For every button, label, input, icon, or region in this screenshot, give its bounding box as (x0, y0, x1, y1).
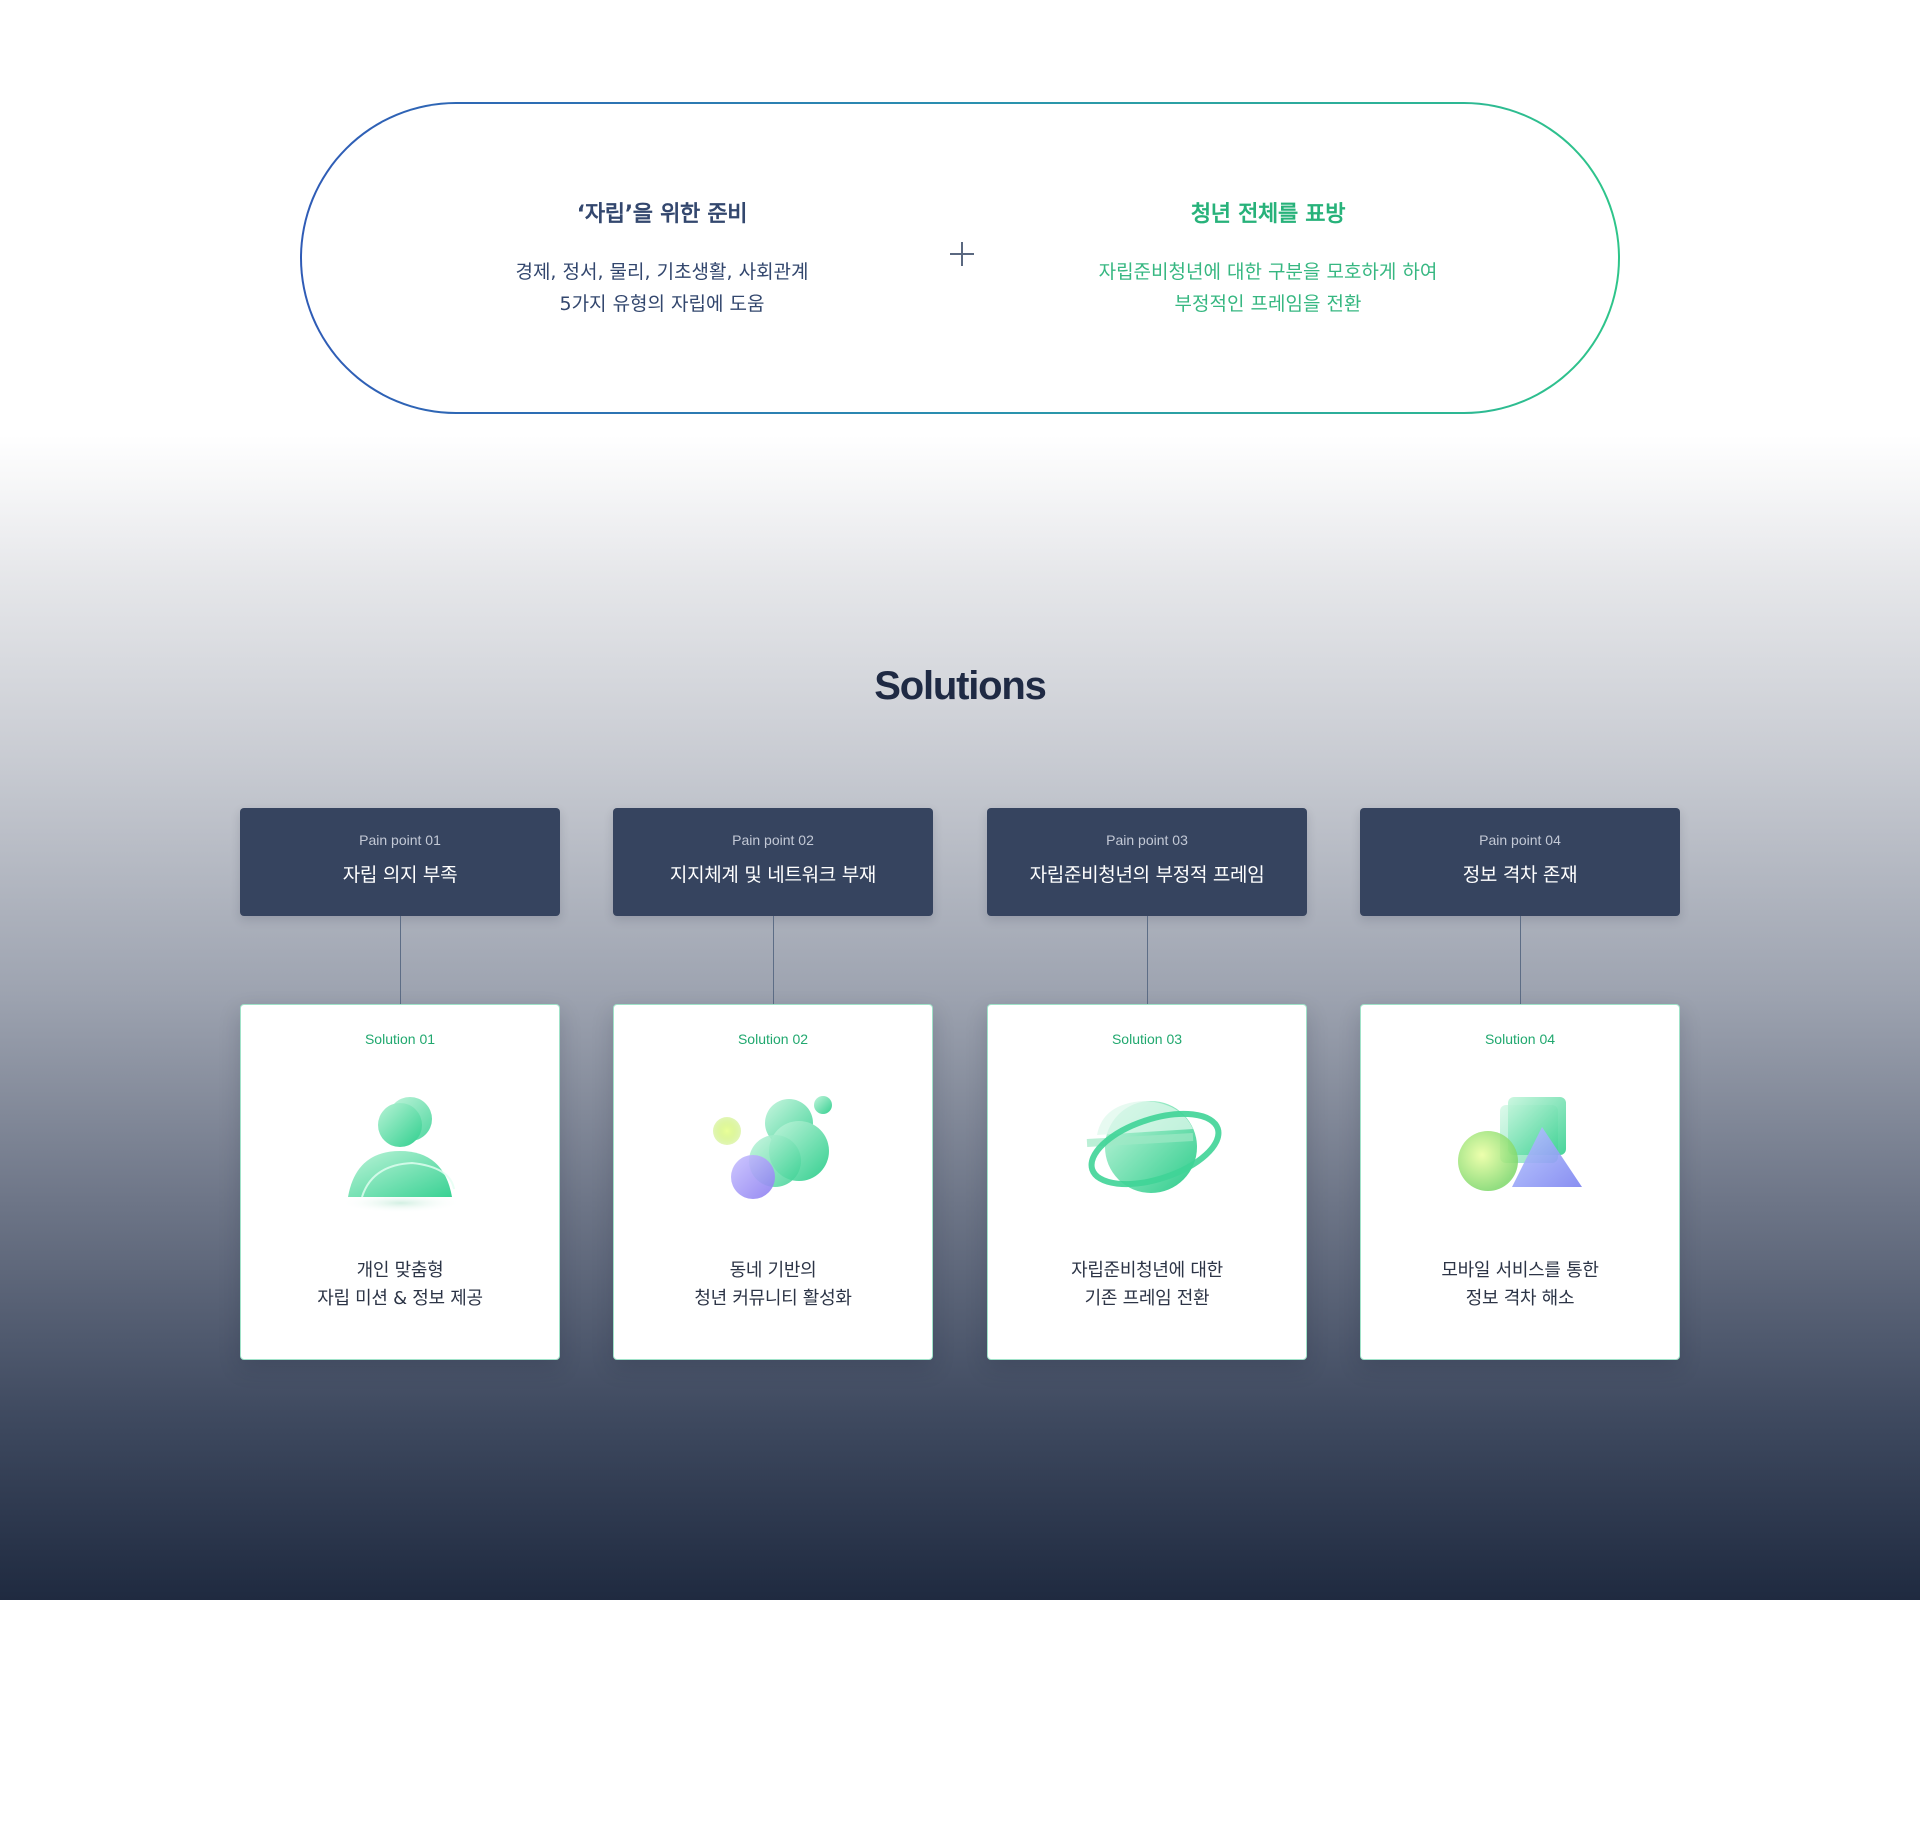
solution-line1: 동네 기반의 (729, 1260, 817, 1281)
solution-column-1: Pain point 01 자립 의지 부족 Solution 01 개인 맞춤… (240, 808, 560, 1360)
solution-card: Solution 01 개인 맞춤형 자립 미션 & 정보 제공 (240, 1004, 560, 1360)
solution-line2: 기존 프레임 전환 (1084, 1288, 1210, 1309)
intro-right-block: 청년 전체를 표방 자립준비청년에 대한 구분을 모호하게 하여 부정적인 프레… (1038, 196, 1498, 320)
pain-point-label: Pain point 03 (1106, 832, 1188, 848)
pain-point-label: Pain point 01 (359, 832, 441, 848)
solution-line2: 자립 미션 & 정보 제공 (317, 1288, 483, 1309)
connector-line (1147, 916, 1148, 1004)
solution-card: Solution 02 동네 기반의 청년 커뮤니티 활성화 (613, 1004, 933, 1360)
solution-description: 동네 기반의 청년 커뮤니티 활성화 (614, 1257, 932, 1313)
pain-point-text: 정보 격차 존재 (1462, 864, 1578, 886)
solution-line2: 정보 격차 해소 (1465, 1288, 1575, 1309)
solutions-heading: Solutions (874, 664, 1047, 708)
solution-label: Solution 03 (1111, 1031, 1183, 1047)
solution-column-4: Pain point 04 정보 격차 존재 Solution 04 (1360, 808, 1680, 1360)
shapes-icon (1458, 1097, 1582, 1191)
solution-column-2: Pain point 02 지지체계 및 네트워크 부재 Solution 02 (613, 808, 933, 1360)
intro-left-title: ‘자립’을 위한 준비 (576, 202, 748, 227)
pain-point-text: 자립 의지 부족 (342, 864, 458, 886)
intro-right-line2: 부정적인 프레임을 전환 (1174, 293, 1362, 315)
solution-label: Solution 01 (364, 1031, 436, 1047)
solution-line1: 개인 맞춤형 (356, 1260, 444, 1281)
solution-line2: 청년 커뮤니티 활성화 (694, 1288, 852, 1309)
intro-right-line1: 자립준비청년에 대한 구분을 모호하게 하여 (1098, 261, 1438, 283)
pain-point-label: Pain point 04 (1479, 832, 1561, 848)
intro-left-line1: 경제, 정서, 물리, 기초생활, 사회관계 (515, 261, 809, 283)
solution-column-3: Pain point 03 자립준비청년의 부정적 프레임 Solution 0… (987, 808, 1307, 1360)
pain-point-card: Pain point 02 지지체계 및 네트워크 부재 (613, 808, 933, 916)
pain-point-text: 지지체계 및 네트워크 부재 (669, 864, 877, 886)
intro-left-line2: 5가지 유형의 자립에 도움 (559, 293, 765, 315)
solution-card: Solution 03 자립준비청년에 대한 기존 프레임 전환 (987, 1004, 1307, 1360)
pain-point-card: Pain point 01 자립 의지 부족 (240, 808, 560, 916)
solution-card: Solution 04 모바일 서비스를 통한 정보 격차 해소 (1360, 1004, 1680, 1360)
pain-point-label: Pain point 02 (732, 832, 814, 848)
solution-label: Solution 04 (1484, 1031, 1556, 1047)
intro-left-block: ‘자립’을 위한 준비 경제, 정서, 물리, 기초생활, 사회관계 5가지 유… (432, 196, 892, 320)
community-bubbles-icon (713, 1096, 832, 1199)
solution-line1: 모바일 서비스를 통한 (1441, 1260, 1599, 1281)
solution-line1: 자립준비청년에 대한 (1071, 1260, 1223, 1281)
solution-description: 개인 맞춤형 자립 미션 & 정보 제공 (241, 1257, 559, 1313)
solution-description: 모바일 서비스를 통한 정보 격차 해소 (1361, 1257, 1679, 1313)
solution-label: Solution 02 (737, 1031, 809, 1047)
pain-point-card: Pain point 03 자립준비청년의 부정적 프레임 (987, 808, 1307, 916)
plus-icon (950, 242, 974, 266)
connector-line (400, 916, 401, 1004)
connector-line (1520, 916, 1521, 1004)
person-icon (341, 1097, 461, 1213)
planet-icon (1086, 1101, 1222, 1193)
solution-description: 자립준비청년에 대한 기존 프레임 전환 (988, 1257, 1306, 1313)
intro-pill: ‘자립’을 위한 준비 경제, 정서, 물리, 기초생활, 사회관계 5가지 유… (300, 102, 1620, 414)
connector-line (773, 916, 774, 1004)
intro-right-title: 청년 전체를 표방 (1190, 202, 1346, 227)
pain-point-card: Pain point 04 정보 격차 존재 (1360, 808, 1680, 916)
pain-point-text: 자립준비청년의 부정적 프레임 (1029, 864, 1265, 886)
